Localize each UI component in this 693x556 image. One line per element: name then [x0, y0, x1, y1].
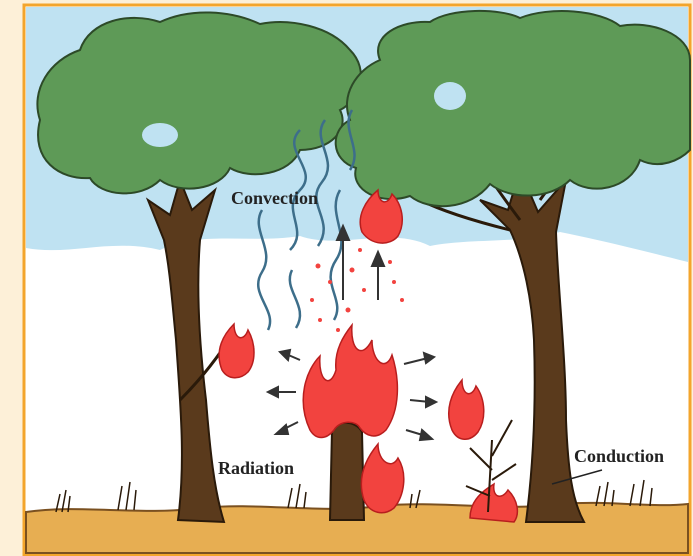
- burning-stump: [330, 423, 364, 520]
- label-conduction: Conduction: [574, 446, 664, 467]
- left-canopy-gap: [142, 123, 178, 147]
- right-canopy-gap: [434, 82, 466, 110]
- label-convection: Convection: [231, 188, 318, 209]
- label-radiation: Radiation: [218, 458, 294, 479]
